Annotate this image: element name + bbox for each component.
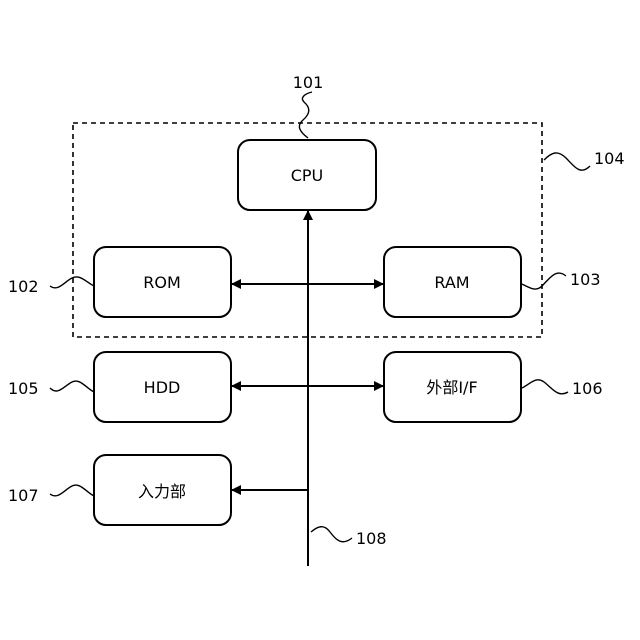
ref-number-rom: 102 (8, 277, 39, 296)
rom-label: ROM (143, 273, 181, 292)
ref-number-group: 104 (594, 149, 625, 168)
cpu-block: CPU (238, 140, 376, 210)
ref-leader-104 (544, 153, 590, 170)
ref-number-cpu: 101 (293, 73, 324, 92)
ref-leader-107 (50, 485, 94, 496)
ref-leader-102 (50, 277, 94, 288)
external-interface-block: 外部I/F (384, 352, 521, 422)
input-unit-block: 入力部 (94, 455, 231, 525)
ref-leader-101 (299, 92, 312, 138)
input-unit-label: 入力部 (138, 482, 186, 501)
ram-label: RAM (434, 273, 469, 292)
external-interface-label: 外部I/F (426, 378, 477, 397)
ref-leader-108 (311, 527, 352, 542)
cpu-label: CPU (291, 166, 324, 185)
hdd-label: HDD (144, 378, 181, 397)
ref-number-hdd: 105 (8, 379, 39, 398)
hdd-block: HDD (94, 352, 231, 422)
ref-leader-103 (522, 273, 566, 289)
rom-block: ROM (94, 247, 231, 317)
ref-number-input: 107 (8, 486, 39, 505)
ref-leader-105 (50, 381, 94, 392)
ref-leader-106 (522, 380, 568, 394)
ram-block: RAM (384, 247, 521, 317)
ref-number-external-if: 106 (572, 379, 603, 398)
ref-number-bus: 108 (356, 529, 387, 548)
ref-number-ram: 103 (570, 270, 601, 289)
